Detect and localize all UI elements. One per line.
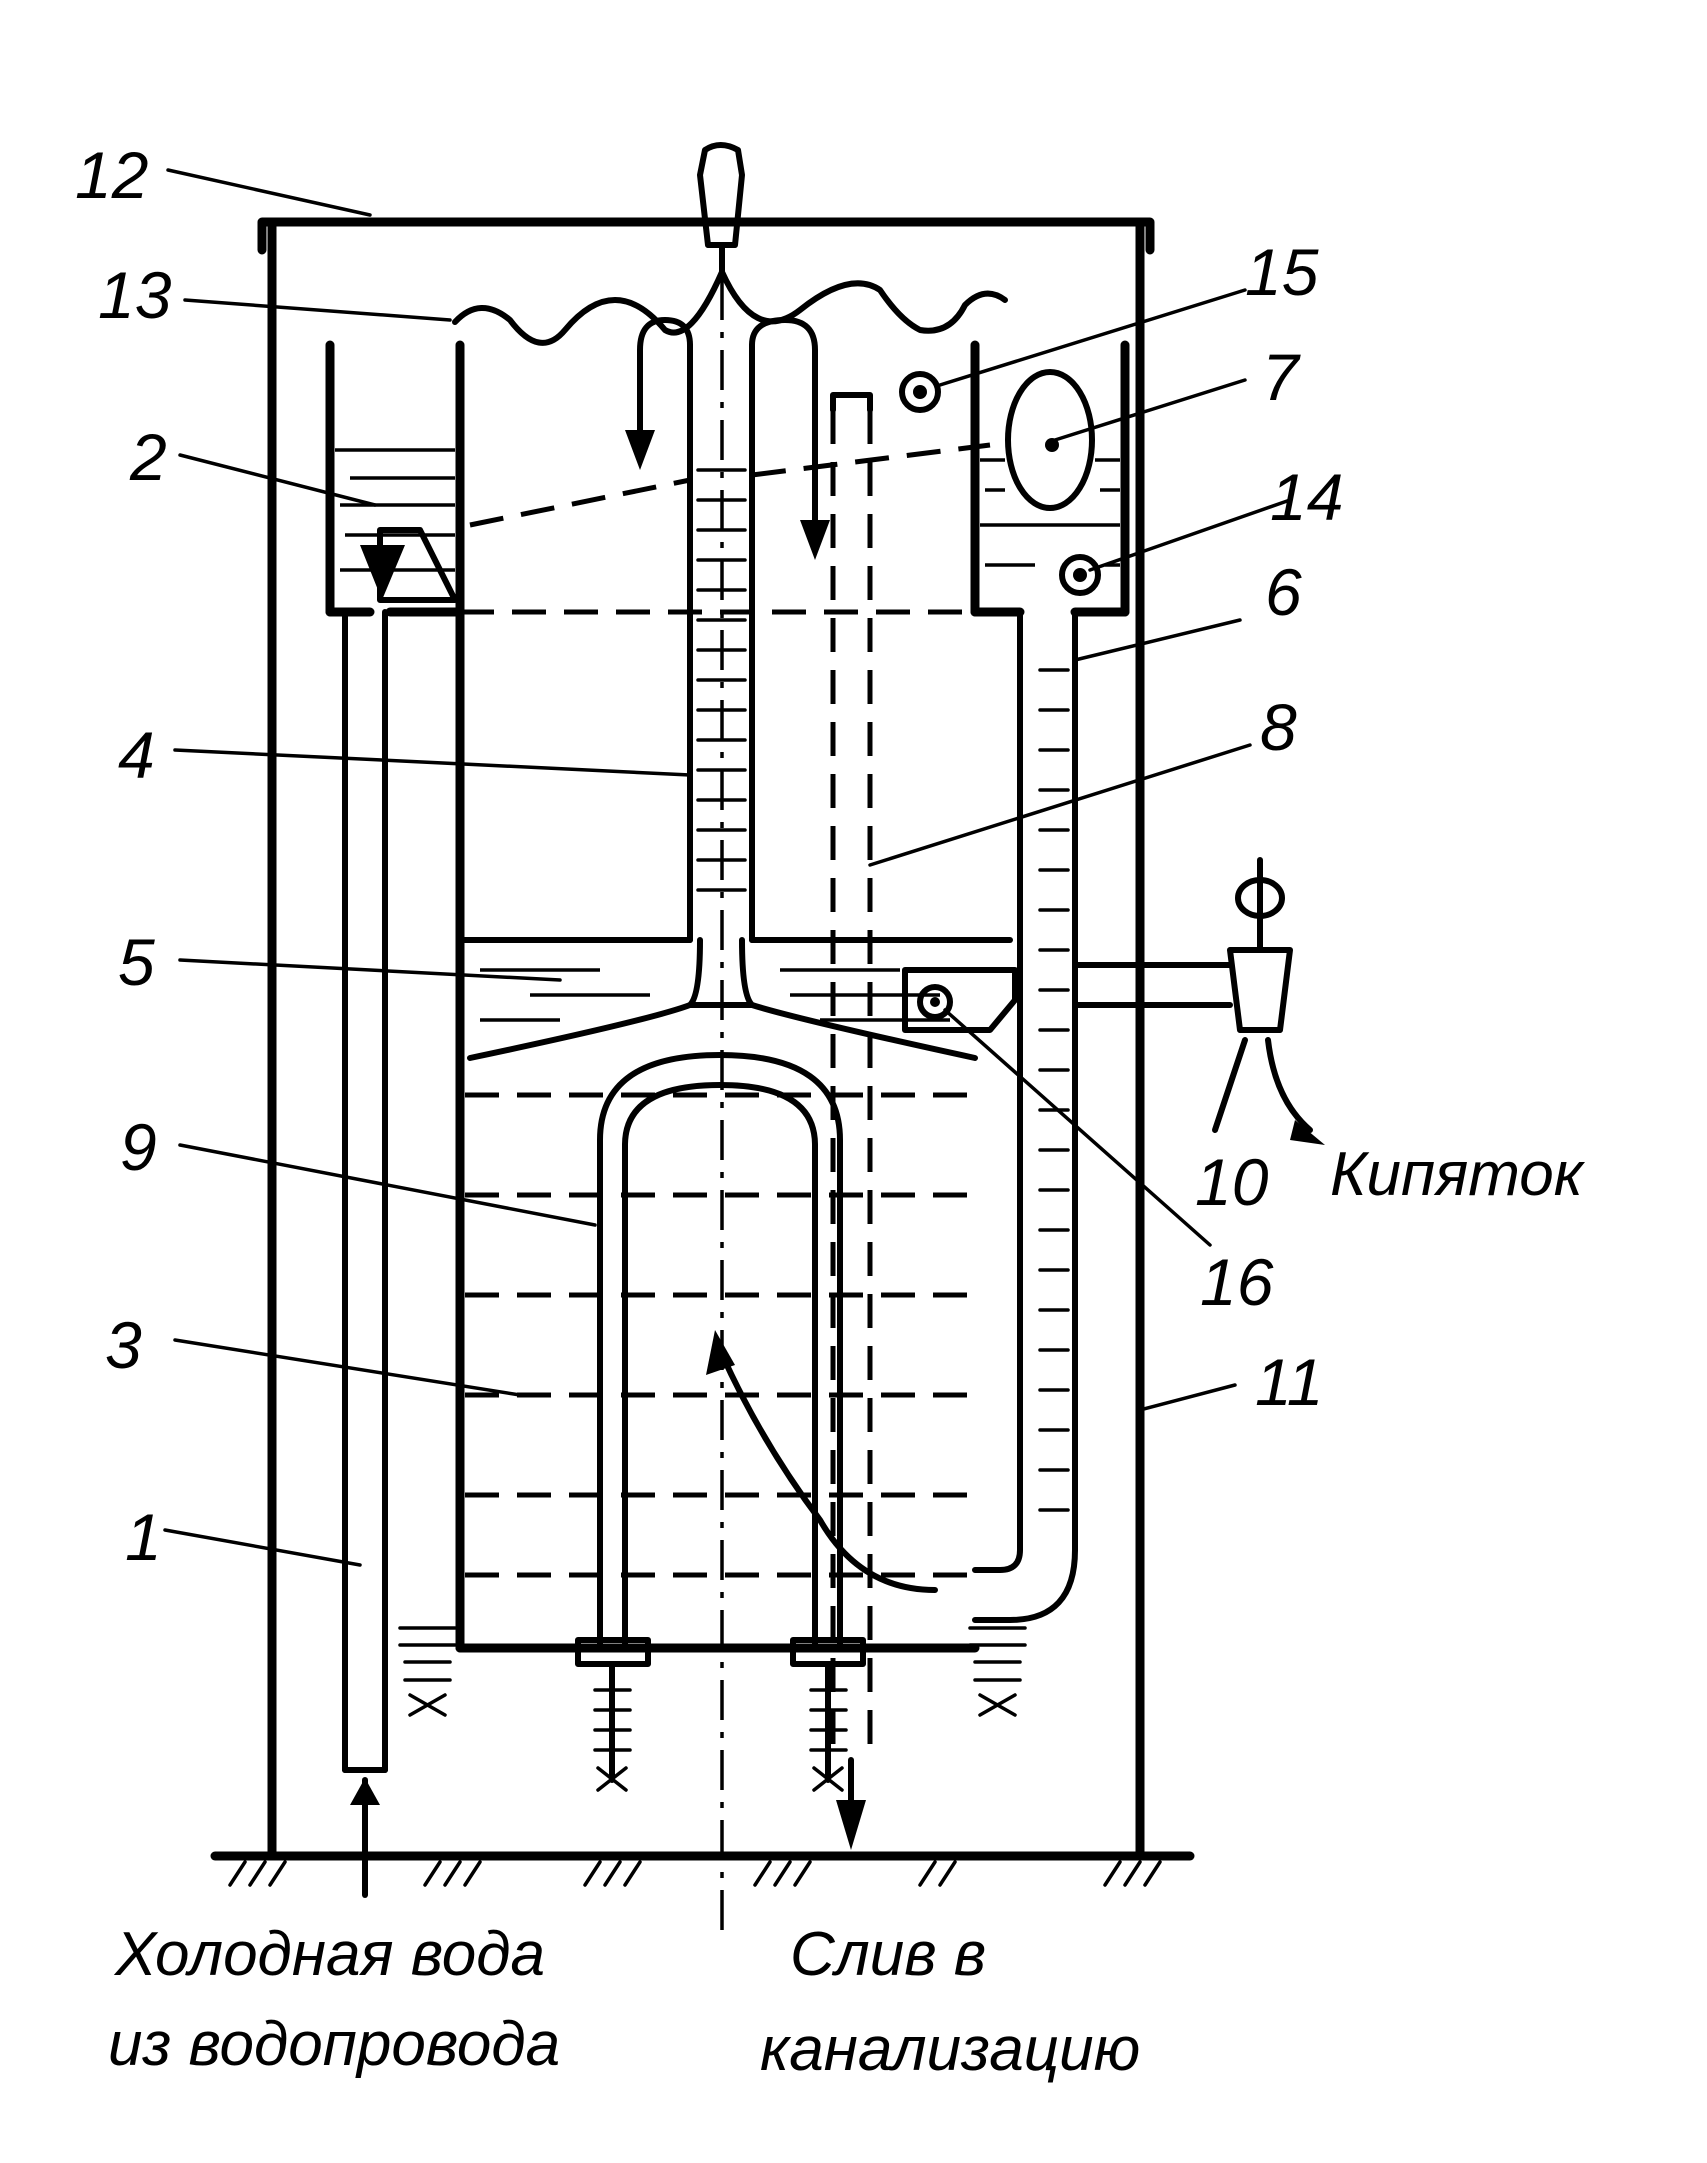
captions: Холодная вода из водопровода Слив в кана…	[108, 1140, 1586, 2084]
label-2: 2	[129, 420, 167, 494]
sensor-14	[1059, 554, 1101, 596]
caption-cold-water-2: из водопровода	[108, 2010, 560, 2079]
caption-drain-1: Слив в	[790, 1920, 986, 1989]
floor	[210, 1851, 1195, 1887]
hot-water-reservoir	[970, 340, 1130, 617]
number-labels: 12 13 2 4 5 9 3 1 15 7 14 6 8 10 16 11	[75, 138, 1343, 1574]
cold-water-pipe	[342, 609, 388, 1898]
label-7: 7	[1262, 340, 1301, 414]
ring-element	[902, 967, 1018, 1033]
label-4: 4	[118, 718, 155, 792]
hot-water-tube	[972, 609, 1078, 1623]
label-9: 9	[120, 1110, 157, 1184]
label-5: 5	[118, 925, 155, 999]
label-6: 6	[1265, 555, 1302, 629]
wavy-deflector	[452, 269, 1008, 346]
caption-cold-water-1: Холодная вода	[113, 1920, 545, 1989]
caption-boiling-water: Кипяток	[1330, 1140, 1586, 1209]
cold-water-reservoir	[325, 340, 465, 1653]
label-3: 3	[105, 1308, 142, 1382]
label-10: 10	[1195, 1145, 1269, 1219]
flow-arrows-top	[625, 317, 830, 560]
tap	[1072, 857, 1325, 1145]
label-11: 11	[1255, 1345, 1324, 1419]
label-1: 1	[125, 1500, 162, 1574]
funnel-surface	[457, 937, 1013, 1578]
riser-tube	[687, 342, 755, 943]
label-13: 13	[98, 258, 172, 332]
level-lines	[460, 442, 991, 615]
lid	[257, 142, 1155, 283]
circulation-arrow	[706, 1330, 938, 1593]
label-12: 12	[75, 138, 148, 212]
sensor-15	[899, 371, 941, 413]
float-valve	[360, 527, 458, 603]
caption-drain-2: канализацию	[760, 2015, 1140, 2084]
label-14: 14	[1270, 460, 1343, 534]
heating-element	[575, 1052, 866, 1792]
label-8: 8	[1260, 690, 1297, 764]
label-15: 15	[1245, 235, 1319, 309]
leaders	[163, 168, 1292, 1567]
outer-casing	[267, 217, 1145, 1861]
label-16: 16	[1200, 1245, 1274, 1319]
bolts	[398, 1626, 1027, 1717]
